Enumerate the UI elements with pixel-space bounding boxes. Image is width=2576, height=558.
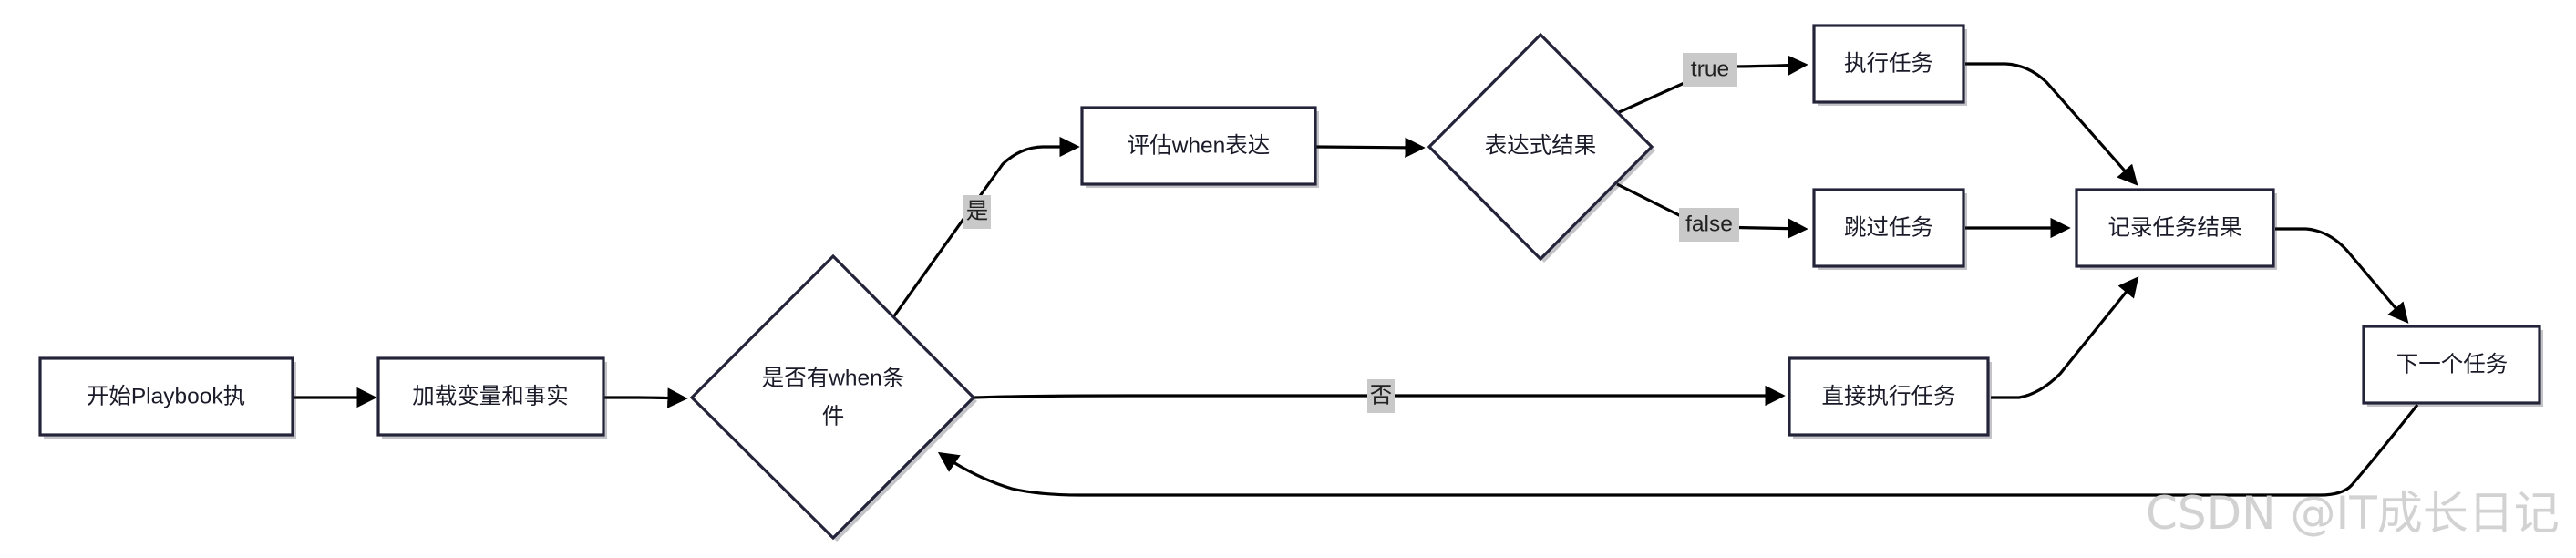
edge-label-yes-bg: [963, 195, 991, 229]
node-has-when-label-line2: 件: [822, 403, 845, 429]
edge-when-no-to-direct: [973, 385, 1786, 407]
edge-label-false: false: [1679, 208, 1739, 242]
node-execute-task-label: 执行任务: [1844, 50, 1933, 76]
node-load-vars-facts[interactable]: 加载变量和事实: [376, 356, 607, 439]
node-has-when-label-line1: 是否有when条: [762, 365, 905, 390]
node-next-task[interactable]: 下一个任务: [2362, 325, 2543, 407]
edge-label-true-bg: [1683, 53, 1737, 87]
node-direct-execute-task[interactable]: 直接执行任务: [1788, 356, 1992, 439]
edge-run-to-record: [1965, 62, 2138, 186]
node-record-task-result[interactable]: 记录任务结果: [2075, 188, 2277, 270]
edge-label-yes-text: 是: [966, 199, 989, 223]
node-direct-execute-task-label: 直接执行任务: [1822, 383, 1956, 408]
edge-when-yes-to-eval: [891, 136, 1080, 318]
node-expression-result[interactable]: 表达式结果: [1427, 32, 1655, 263]
node-next-task-label: 下一个任务: [2396, 351, 2509, 377]
node-execute-task[interactable]: 执行任务: [1812, 24, 1967, 106]
node-has-when-condition[interactable]: 是否有when条 件: [689, 253, 977, 542]
edge-record-to-next: [2275, 227, 2409, 324]
edge-label-no: 否: [1367, 379, 1395, 413]
edge-label-true-text: true: [1691, 57, 1729, 81]
nodes: 开始Playbook执 加载变量和事实 是否有when条 件 评估when表达 …: [38, 24, 2543, 542]
node-record-task-result-label: 记录任务结果: [2108, 214, 2242, 240]
edge-eval-to-result: [1315, 137, 1426, 159]
node-start-playbook-label: 开始Playbook执: [87, 383, 245, 408]
edge-label-true: true: [1683, 53, 1737, 87]
edge-label-false-text: false: [1685, 212, 1733, 236]
node-skip-task-label: 跳过任务: [1844, 214, 1933, 240]
node-evaluate-when-label: 评估when表达: [1128, 132, 1271, 158]
edge-direct-to-record: [1991, 276, 2139, 399]
edge-labels: 是 否 true false: [963, 53, 1739, 413]
node-expression-result-label: 表达式结果: [1485, 132, 1597, 158]
edges: [294, 55, 2419, 497]
edge-label-yes: 是: [963, 195, 991, 229]
node-skip-task[interactable]: 跳过任务: [1812, 188, 1967, 270]
node-load-vars-facts-label: 加载变量和事实: [412, 383, 569, 408]
edge-label-no-bg: [1367, 379, 1395, 413]
node-start-playbook[interactable]: 开始Playbook执: [38, 356, 296, 439]
edge-label-false-bg: [1679, 208, 1739, 242]
node-evaluate-when[interactable]: 评估when表达: [1080, 106, 1319, 188]
edge-label-no-text: 否: [1370, 383, 1393, 408]
edge-next-back-to-when: [937, 404, 2419, 497]
watermark-text: CSDN @IT成长日记: [2146, 487, 2560, 540]
